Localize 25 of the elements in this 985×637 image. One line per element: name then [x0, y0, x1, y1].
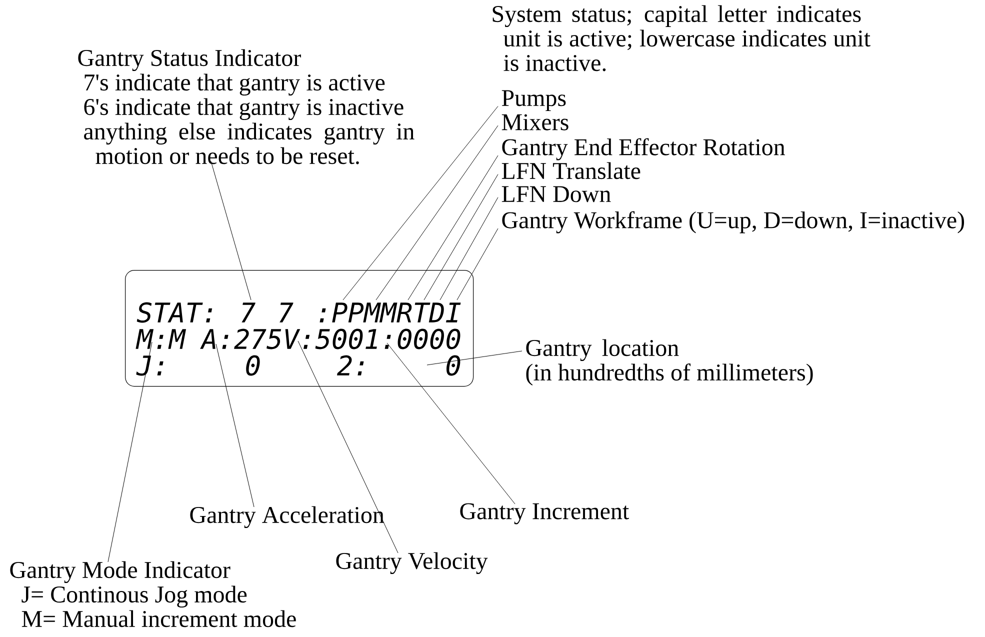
note-text: System status; capital letter indicates unit is active; lowercase indicates unit is inactive.: [492, 5, 870, 72]
callout-text: Gantry Increment: [460, 503, 629, 524]
callout-text: LFN Translate: [502, 162, 640, 180]
leader-line: [108, 342, 152, 562]
leader-line: [376, 125, 498, 300]
leader-line: [424, 174, 498, 300]
callout-text: Gantry Workframe (U=up, D=down, I=inactive): [502, 211, 964, 234]
callout-text: LFN Down: [502, 186, 611, 202]
callout-text: Gantry Status Indicator 7's indicate that gantry is active 6's indicate that gantry is inactive anything else indicates gantry in motion or needs to be reset.: [78, 49, 414, 164]
callout-text: Mixers: [502, 114, 568, 130]
callout-text: Gantry location (in hundredths of millimeters): [526, 339, 813, 386]
callout-text: Gantry Velocity: [336, 552, 488, 574]
leader-line: [426, 350, 522, 366]
leader-line: [216, 344, 254, 508]
leader-line: [298, 340, 398, 554]
callout-text: Gantry Acceleration: [190, 506, 384, 528]
leader-line: [408, 155, 498, 300]
leader-line: [456, 228, 498, 300]
leader-line: [440, 197, 498, 300]
callout-text: Gantry Mode Indicator J= Continous Jog mode M= Manual increment mode: [10, 561, 296, 628]
leader-line: [386, 342, 516, 504]
leader-line: [210, 161, 252, 300]
callout-text: Pumps: [502, 90, 566, 112]
callout-text: Gantry End Effector Rotation: [502, 138, 785, 160]
leader-line: [342, 106, 498, 300]
